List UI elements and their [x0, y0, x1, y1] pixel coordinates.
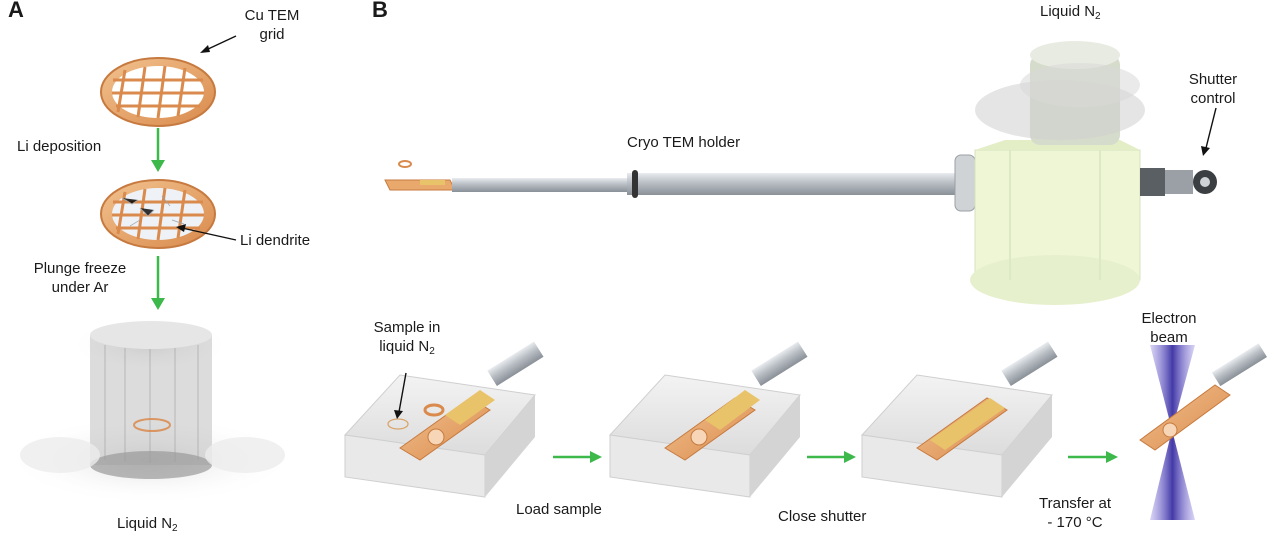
sample-pointer-arrow	[398, 372, 407, 413]
panel-a-letter: A	[8, 0, 24, 22]
step-li-deposition: Li deposition	[17, 138, 102, 155]
cu-grid-label-line1: Cu TEM	[244, 7, 300, 24]
top-liquid-n2-label: Liquid N2	[1040, 2, 1101, 22]
beam-label-line1: Electron	[1141, 310, 1197, 327]
step-transfer: Transfer at - 170 °C	[1030, 494, 1120, 532]
green-arrow-transfer	[1068, 451, 1118, 463]
bath-label-sub: 2	[172, 523, 178, 534]
sample-in-n2-label: Sample in liquid N2	[362, 318, 452, 357]
green-arrow-2	[151, 256, 165, 310]
shutter-pointer-arrow	[1205, 107, 1217, 149]
dendrite-pointer-arrow	[181, 227, 237, 241]
cryo-holder-label: Cryo TEM holder	[627, 134, 741, 151]
green-arrow-load	[553, 451, 602, 463]
electron-beam	[1139, 343, 1267, 520]
stage-close-shutter	[608, 341, 808, 498]
bath-label: Liquid N2	[117, 514, 178, 534]
liquid-n2-bath	[5, 317, 295, 505]
sample-label-line1: Sample in	[373, 319, 441, 336]
shutter-label-line2: control	[1190, 90, 1236, 107]
shutter-label-line1: Shutter	[1188, 71, 1238, 88]
plunge-freeze-line1: Plunge freeze	[33, 260, 127, 277]
cu-grid-label: Cu TEM grid	[232, 6, 312, 44]
cu-tem-grid	[100, 57, 216, 127]
beam-label-line2: beam	[1150, 329, 1188, 346]
sample-label-line2: liquid N2	[362, 337, 452, 357]
grid-pointer-arrow	[205, 35, 237, 51]
shutter-control-label: Shutter control	[1180, 70, 1246, 108]
transfer-line2: - 170 °C	[1047, 514, 1103, 531]
green-arrow-1	[151, 128, 165, 172]
top-n2-sub: 2	[1095, 11, 1101, 22]
li-dendrite-label: Li dendrite	[240, 232, 311, 249]
transfer-line1: Transfer at	[1039, 495, 1111, 512]
electron-beam-label: Electron beam	[1128, 309, 1210, 347]
grid-with-dendrites	[100, 179, 216, 249]
sample-label-line2-sub: 2	[429, 346, 435, 357]
plunge-freeze-line2: under Ar	[51, 279, 109, 296]
cryo-tem-holder	[384, 41, 1217, 305]
step-close-shutter: Close shutter	[778, 508, 867, 525]
stage-shutter-closed	[860, 341, 1058, 498]
bath-label-main: Liquid N	[117, 515, 173, 532]
top-n2-main: Liquid N	[1040, 3, 1096, 20]
step-load-sample: Load sample	[516, 501, 602, 518]
sample-label-line2-main: liquid N	[379, 338, 430, 355]
green-arrow-close	[807, 451, 856, 463]
stage-load-sample	[343, 341, 544, 498]
step-plunge-freeze: Plunge freeze under Ar	[10, 259, 150, 297]
panel-b-letter: B	[372, 0, 388, 22]
cu-grid-label-line2: grid	[259, 26, 285, 43]
